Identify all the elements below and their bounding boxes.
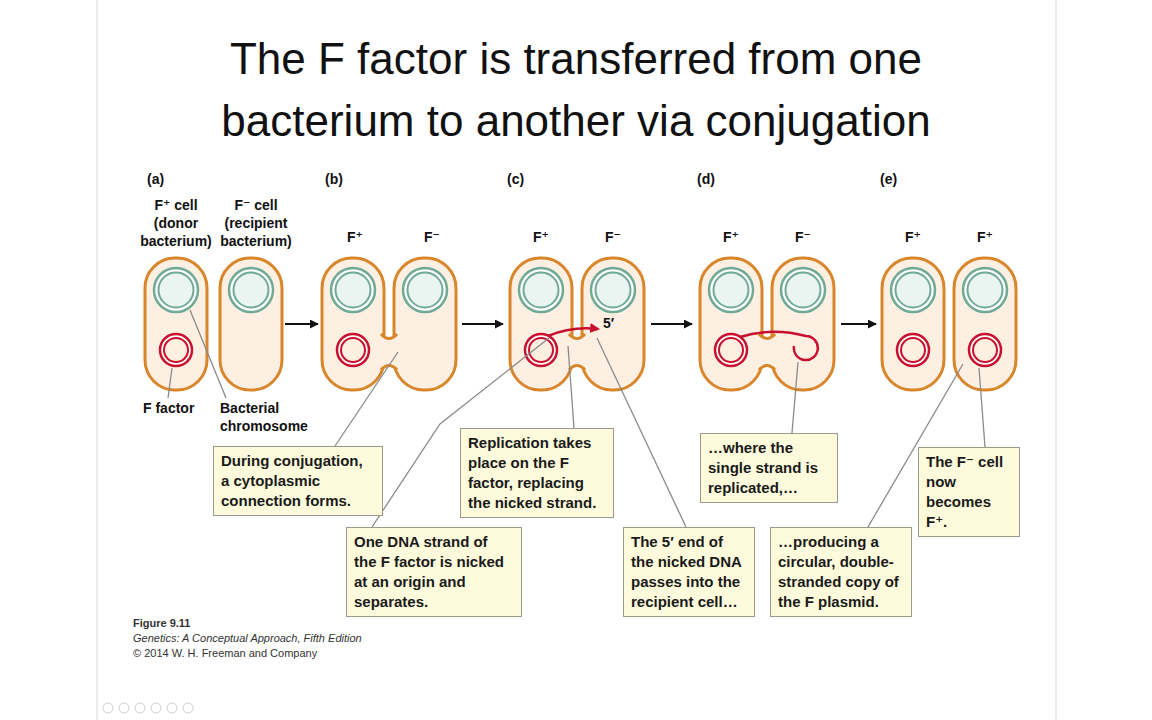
transfer-strand xyxy=(548,328,598,336)
part-label: (c) xyxy=(507,170,524,188)
callout-text: …where the single strand is replicated,… xyxy=(708,438,830,498)
callout-text: The F⁻ cell now becomes F⁺. xyxy=(926,452,1012,532)
callout-text: …producing a circular, double-stranded c… xyxy=(778,532,904,612)
part-label: F⁺ xyxy=(968,228,1002,246)
transfer-strand xyxy=(740,332,818,360)
figure-caption: Figure 9.11 xyxy=(133,617,190,629)
leader-lines xyxy=(168,310,985,527)
part-label: F⁺ xyxy=(524,228,558,246)
part-label: F⁻ xyxy=(596,228,630,246)
step-arrows xyxy=(285,323,876,325)
callout-box: …where the single strand is replicated,… xyxy=(700,433,838,503)
callout-text: One DNA strand of the F factor is nicked… xyxy=(354,532,514,612)
callout-box: The F⁻ cell now becomes F⁺. xyxy=(918,447,1020,537)
part-label: (a) xyxy=(147,170,164,188)
part-label: © 2014 W. H. Freeman and Company xyxy=(133,646,317,661)
part-label: F⁺ xyxy=(338,228,372,246)
part-label: F⁺ xyxy=(896,228,930,246)
part-label: F⁺ cell (donor bacterium) xyxy=(131,196,221,250)
slide-title: The F factor is transferred from one bac… xyxy=(166,28,986,152)
callout-text: During conjugation, a cytoplasmic connec… xyxy=(221,451,375,511)
f-factors xyxy=(160,334,1001,366)
callout-text: Replication takes place on the F factor,… xyxy=(468,433,606,513)
callout-text: The 5′ end of the nicked DNA passes into… xyxy=(631,532,747,612)
chromosomes xyxy=(154,268,1007,312)
slide-edge xyxy=(1056,0,1057,720)
part-label: (e) xyxy=(880,170,897,188)
part-label: F⁻ xyxy=(415,228,449,246)
cells xyxy=(145,258,1016,390)
cytoplasmic-bridges xyxy=(380,334,776,370)
player-icons xyxy=(103,703,193,713)
part-label: (b) xyxy=(325,170,343,188)
part-label: F factor xyxy=(143,399,194,417)
part-label: F⁻ cell (recipient bacterium) xyxy=(206,196,306,250)
callout-box: Replication takes place on the F factor,… xyxy=(460,428,614,518)
slide-edge xyxy=(97,0,98,720)
callout-box: The 5′ end of the nicked DNA passes into… xyxy=(623,527,755,617)
callout-box: During conjugation, a cytoplasmic connec… xyxy=(213,446,383,516)
part-label: Genetics: A Conceptual Approach, Fifth E… xyxy=(133,631,362,646)
callout-box: One DNA strand of the F factor is nicked… xyxy=(346,527,522,617)
part-label: Bacterial chromosome xyxy=(220,399,330,435)
part-label: (d) xyxy=(697,170,715,188)
part-label: F⁺ xyxy=(714,228,748,246)
callout-box: …producing a circular, double-stranded c… xyxy=(770,527,912,617)
part-label: 5′ xyxy=(603,314,614,332)
part-label: F⁻ xyxy=(786,228,820,246)
